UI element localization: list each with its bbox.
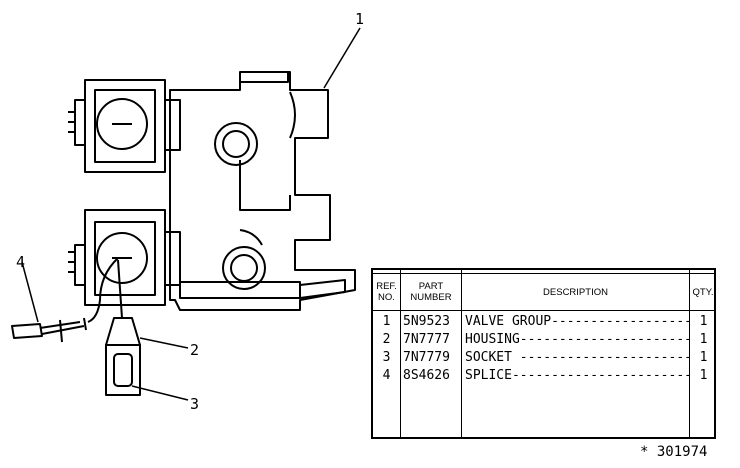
drawing-number: * 301974 <box>640 444 708 460</box>
header-ref-no: REF.NO. <box>376 281 397 303</box>
callout-1: 1 <box>355 10 365 28</box>
valve-body <box>169 71 356 311</box>
table-row: 3 7N7779 SOCKET ------------------------… <box>382 350 708 365</box>
header-description: DESCRIPTION <box>543 286 608 298</box>
leader-1 <box>323 27 361 89</box>
callout-4: 4 <box>16 253 26 271</box>
lower-port <box>222 246 266 290</box>
table-row: 2 7N7777 HOUSING------------------------… <box>382 332 708 347</box>
socket <box>113 353 133 387</box>
header-qty: QTY. <box>692 286 714 298</box>
upper-port <box>214 122 258 166</box>
leader-4 <box>21 261 39 323</box>
upper-solenoid <box>84 79 166 173</box>
table-row: 1 5N9523 VALVE GROUP--------------------… <box>382 314 708 329</box>
table-row: 4 8S4626 SPLICE-------------------------… <box>382 368 708 383</box>
lower-solenoid <box>84 209 166 306</box>
housing <box>105 317 141 346</box>
leader-2 <box>139 337 189 349</box>
leader-3 <box>131 385 189 401</box>
callout-2: 2 <box>190 341 200 359</box>
callout-3: 3 <box>190 395 200 413</box>
splice <box>11 323 43 339</box>
